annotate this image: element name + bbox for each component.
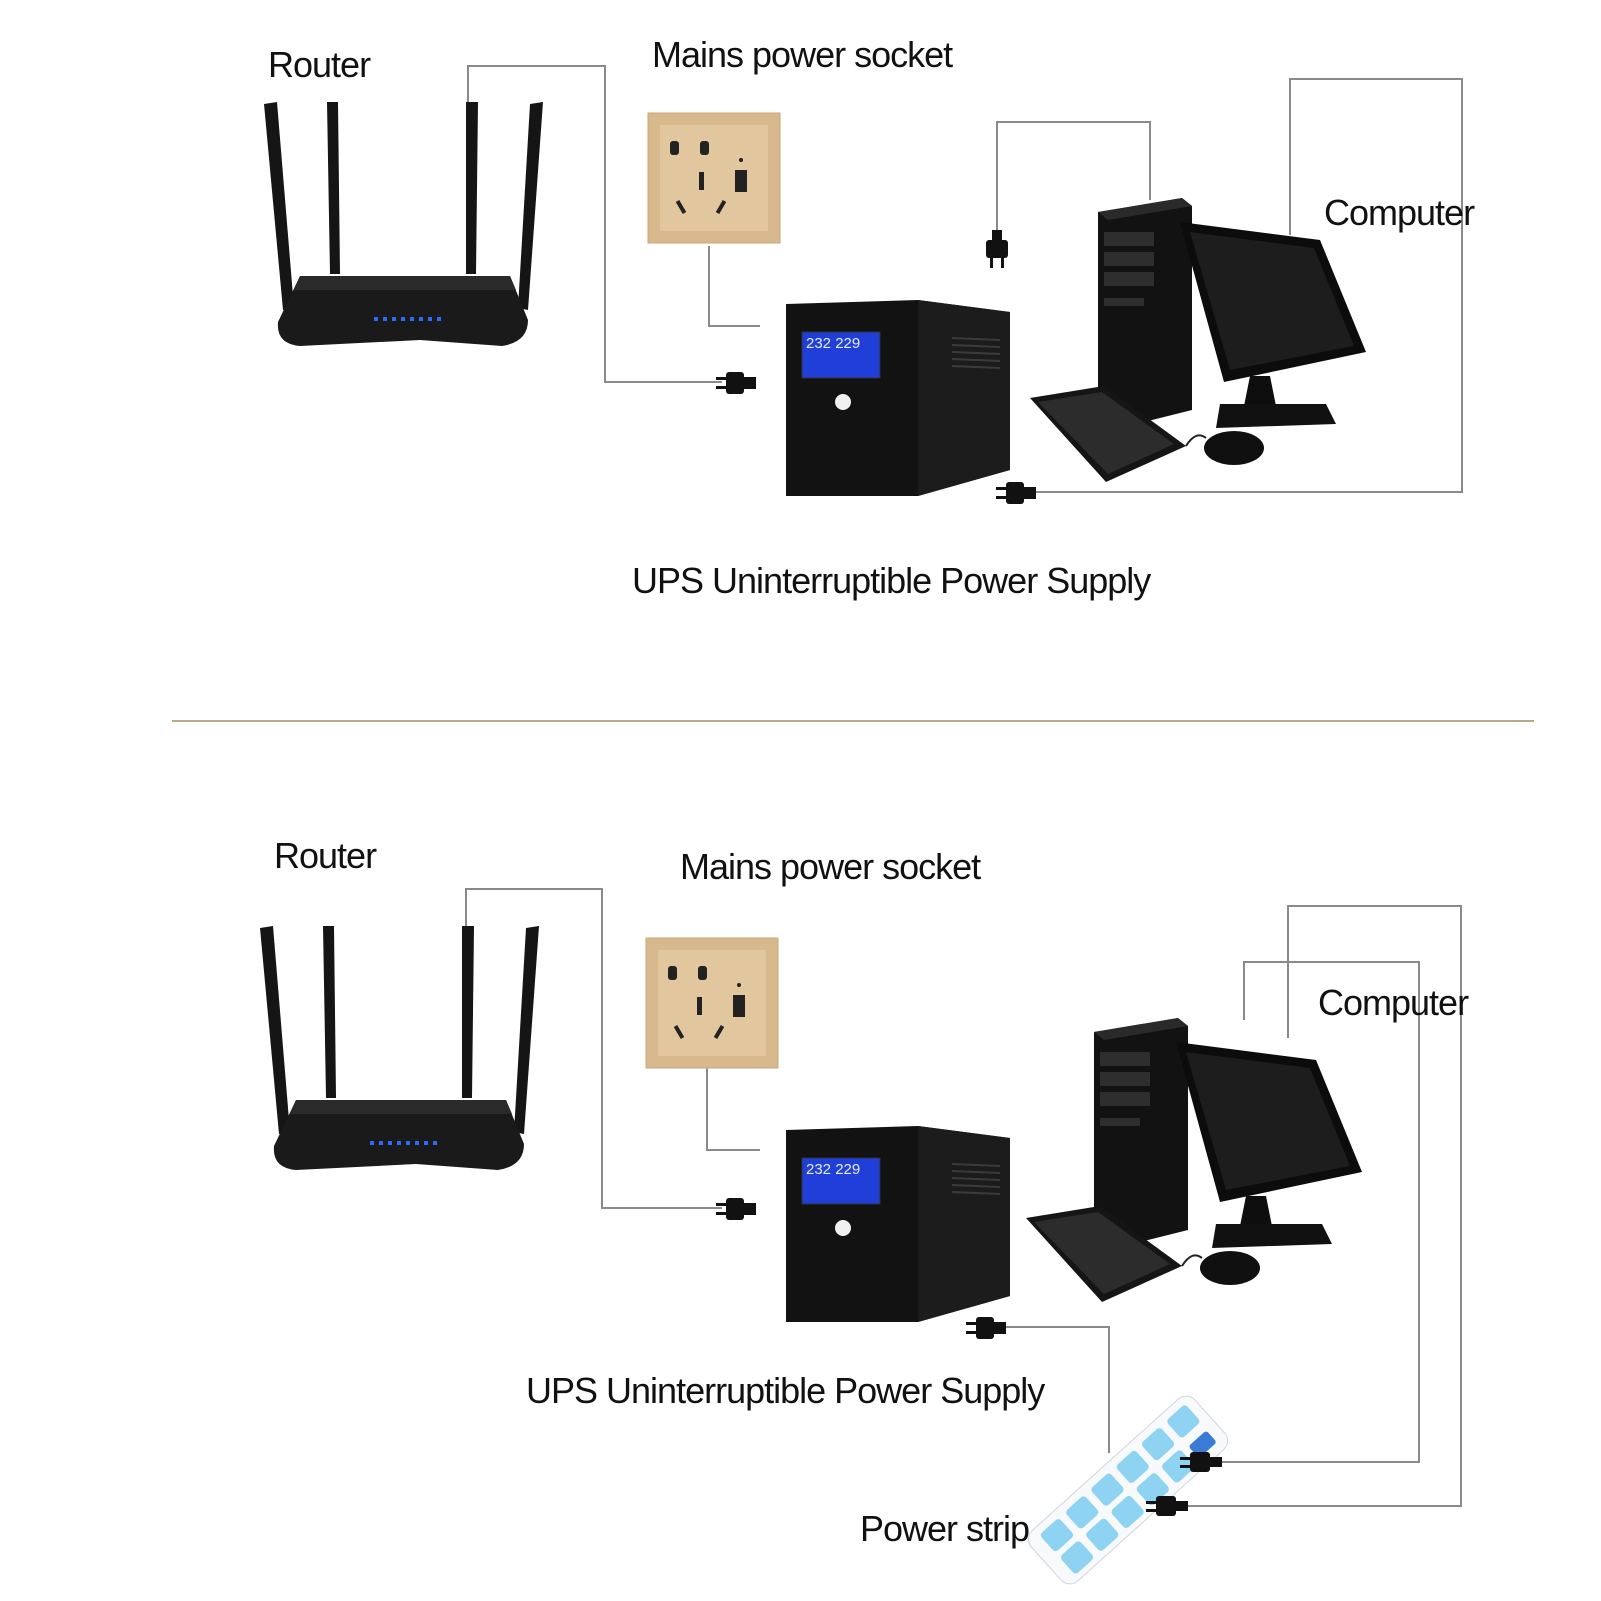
ups-label: UPS Uninterruptible Power Supply bbox=[632, 560, 1151, 601]
ups-device bbox=[786, 300, 1010, 496]
router-device bbox=[260, 926, 539, 1170]
router-power-cable bbox=[465, 888, 722, 1209]
top-diagram: Router Mains power socket Computer UPS U… bbox=[0, 0, 1601, 700]
socket-to-ups-cable bbox=[706, 1068, 760, 1151]
ups-lcd-readout: 232 229 bbox=[806, 1161, 861, 1178]
monitor-power-cable bbox=[1022, 78, 1463, 493]
plug-icon bbox=[996, 482, 1036, 504]
computer-label: Computer bbox=[1324, 192, 1475, 233]
plug-icon bbox=[1146, 1496, 1188, 1516]
computer-device bbox=[1030, 198, 1366, 482]
socket-label: Mains power socket bbox=[652, 34, 953, 75]
section-divider bbox=[172, 720, 1534, 722]
router-label: Router bbox=[274, 835, 377, 876]
bottom-diagram: Router Mains power socket Computer UPS U… bbox=[0, 720, 1601, 1601]
plug-icon bbox=[1180, 1452, 1222, 1472]
ups-to-strip-cable bbox=[996, 1326, 1110, 1453]
socket-to-ups-cable bbox=[708, 246, 760, 327]
plug-icon bbox=[716, 1198, 756, 1220]
top-wiring bbox=[264, 65, 1463, 504]
plug-icon bbox=[986, 230, 1008, 268]
tower-power-cable bbox=[1212, 961, 1420, 1463]
power-strip bbox=[1027, 1395, 1229, 1585]
power-strip-label: Power strip bbox=[860, 1508, 1030, 1549]
computer-label: Computer bbox=[1318, 982, 1469, 1023]
router-device bbox=[264, 102, 543, 346]
wall-socket bbox=[647, 112, 781, 244]
socket-label: Mains power socket bbox=[680, 846, 981, 887]
computer-device bbox=[1026, 1018, 1362, 1302]
monitor-power-cable bbox=[1178, 905, 1462, 1507]
ups-lcd-readout: 232 229 bbox=[806, 335, 861, 352]
plug-icon bbox=[966, 1317, 1006, 1339]
wall-socket bbox=[645, 937, 779, 1069]
router-label: Router bbox=[268, 44, 371, 85]
plug-icon bbox=[716, 372, 756, 394]
bottom-wiring bbox=[260, 888, 1462, 1585]
ups-label: UPS Uninterruptible Power Supply bbox=[526, 1370, 1045, 1411]
tower-power-cable bbox=[996, 121, 1151, 235]
ups-device bbox=[786, 1126, 1010, 1322]
